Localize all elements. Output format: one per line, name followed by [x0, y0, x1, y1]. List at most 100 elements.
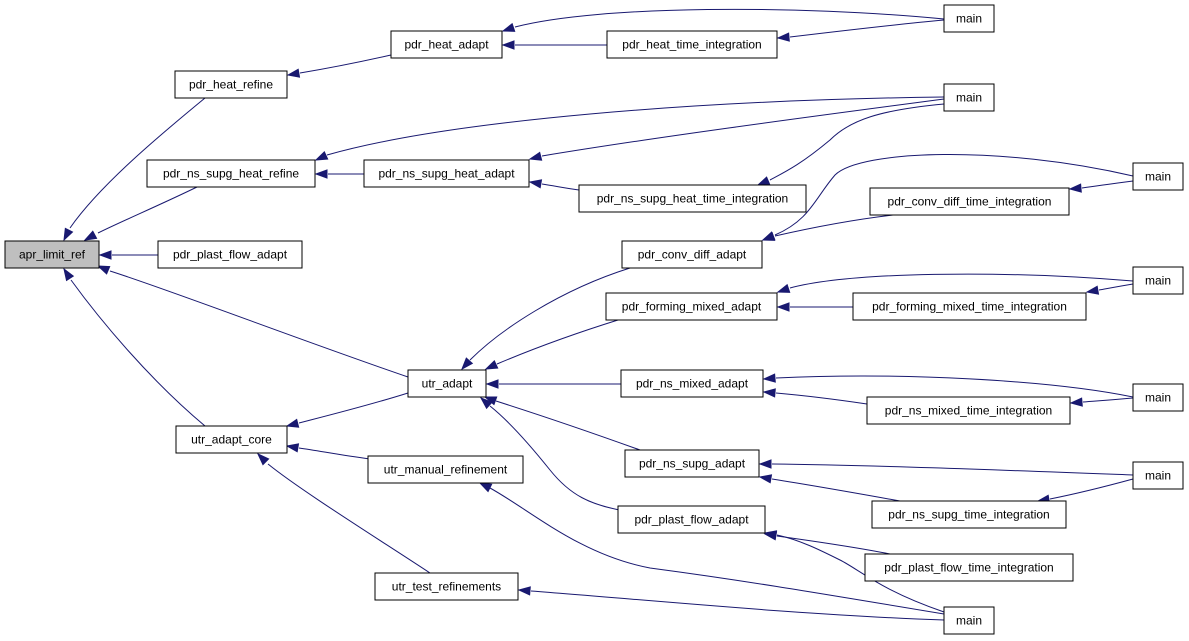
edge-line — [774, 214, 894, 237]
node-box[interactable] — [363, 159, 530, 188]
node-pdr_heat_time_integration[interactable]: pdr_heat_time_integration — [606, 30, 778, 59]
node-box[interactable] — [1132, 383, 1184, 412]
edge-main5-to-pdr_ns_mixed_adapt — [762, 373, 1134, 398]
arrowhead — [256, 452, 270, 466]
node-main4[interactable]: main — [1132, 266, 1184, 295]
node-pdr_conv_diff_adapt[interactable]: pdr_conv_diff_adapt — [621, 240, 763, 269]
node-box[interactable] — [1132, 266, 1184, 295]
node-main1[interactable]: main — [943, 4, 995, 33]
node-pdr_ns_supg_adapt[interactable]: pdr_ns_supg_adapt — [624, 449, 760, 478]
edge-line — [776, 535, 891, 555]
edge-pdr_ns_supg_heat_adapt-to-pdr_ns_supg_heat_refine — [314, 169, 364, 179]
arrowhead — [63, 227, 74, 242]
edge-line — [298, 392, 409, 424]
node-utr_adapt_core[interactable]: utr_adapt_core — [175, 425, 288, 454]
node-box[interactable] — [606, 30, 778, 59]
node-pdr_conv_diff_time_integration[interactable]: pdr_conv_diff_time_integration — [869, 187, 1070, 216]
edge-line — [1049, 478, 1134, 500]
node-box[interactable] — [869, 187, 1070, 216]
edge-pdr_forming_mixed_adapt-to-utr_adapt — [484, 319, 619, 370]
node-box[interactable] — [578, 184, 807, 213]
node-pdr_ns_supg_heat_adapt[interactable]: pdr_ns_supg_heat_adapt — [363, 159, 530, 188]
node-utr_adapt[interactable]: utr_adapt — [407, 369, 487, 398]
node-main3[interactable]: main — [1132, 162, 1184, 191]
node-label: utr_test_refinements — [392, 580, 501, 594]
arrowhead — [762, 388, 776, 398]
node-box[interactable] — [624, 449, 760, 478]
node-label: main — [956, 91, 982, 105]
node-box[interactable] — [943, 4, 995, 33]
node-main5[interactable]: main — [1132, 383, 1184, 412]
node-box[interactable] — [174, 70, 288, 99]
node-box[interactable] — [175, 425, 288, 454]
node-box[interactable] — [390, 30, 503, 59]
edge-line — [789, 19, 945, 38]
node-box[interactable] — [374, 572, 519, 601]
node-box[interactable] — [871, 500, 1067, 529]
node-box[interactable] — [617, 505, 766, 534]
node-label: main — [1145, 274, 1171, 288]
edge-line — [109, 270, 409, 378]
node-pdr_ns_supg_time_integration[interactable]: pdr_ns_supg_time_integration — [871, 500, 1067, 529]
edge-line — [469, 267, 631, 361]
node-pdr_forming_mixed_time_integration[interactable]: pdr_forming_mixed_time_integration — [852, 292, 1087, 321]
arrowhead — [776, 32, 790, 42]
arrowhead — [776, 302, 790, 312]
arrowhead — [285, 418, 300, 428]
node-main6[interactable]: main — [1132, 461, 1184, 490]
node-box[interactable] — [866, 396, 1071, 425]
node-box[interactable] — [620, 369, 764, 398]
edge-pdr_conv_diff_time_integration-to-pdr_conv_diff_adapt — [761, 214, 894, 241]
node-label: pdr_forming_mixed_time_integration — [872, 300, 1067, 314]
edge-main2-to-pdr_ns_supg_heat_adapt — [528, 98, 945, 161]
node-pdr_plast_flow_adapt_a[interactable]: pdr_plast_flow_adapt — [157, 240, 303, 269]
node-box[interactable] — [1132, 461, 1184, 490]
node-box[interactable] — [605, 292, 778, 321]
node-main7[interactable]: main — [943, 606, 995, 635]
edge-pdr_heat_refine-to-apr_limit_ref — [63, 97, 206, 242]
node-pdr_ns_supg_heat_time_integration[interactable]: pdr_ns_supg_heat_time_integration — [578, 184, 807, 213]
edge-main3-to-pdr_conv_diff_time_integration — [1068, 180, 1134, 193]
node-box[interactable] — [4, 240, 100, 269]
node-label: pdr_conv_diff_time_integration — [888, 195, 1052, 209]
arrowhead — [501, 22, 516, 32]
edge-main1-to-pdr_heat_time_integration — [776, 19, 945, 42]
node-box[interactable] — [407, 369, 487, 398]
node-label: pdr_ns_mixed_time_integration — [885, 404, 1052, 418]
edge-pdr_ns_supg_heat_time_integration-to-pdr_ns_supg_heat_adapt — [528, 179, 580, 191]
node-box[interactable] — [621, 240, 763, 269]
node-box[interactable] — [943, 606, 995, 635]
node-box[interactable] — [864, 553, 1074, 582]
edge-pdr_heat_time_integration-to-pdr_heat_adapt — [501, 40, 607, 50]
node-box[interactable] — [157, 240, 303, 269]
arrowhead — [314, 150, 329, 161]
node-pdr_ns_mixed_time_integration[interactable]: pdr_ns_mixed_time_integration — [866, 396, 1071, 425]
node-pdr_plast_flow_adapt_b[interactable]: pdr_plast_flow_adapt — [617, 505, 766, 534]
node-box[interactable] — [1132, 162, 1184, 191]
node-box[interactable] — [852, 292, 1087, 321]
node-pdr_ns_mixed_adapt[interactable]: pdr_ns_mixed_adapt — [620, 369, 764, 398]
edge-main5-to-pdr_ns_mixed_time_integration — [1069, 397, 1134, 407]
edge-pdr_ns_mixed_time_integration-to-pdr_ns_mixed_adapt — [762, 388, 868, 405]
node-label: utr_adapt — [422, 377, 473, 391]
edge-line — [1082, 397, 1134, 403]
node-box[interactable] — [146, 159, 316, 188]
arrowhead — [528, 151, 543, 161]
edge-line — [97, 186, 198, 234]
node-pdr_plast_flow_time_integration[interactable]: pdr_plast_flow_time_integration — [864, 553, 1074, 582]
node-pdr_ns_supg_heat_refine[interactable]: pdr_ns_supg_heat_refine — [146, 159, 316, 188]
node-box[interactable] — [367, 455, 524, 484]
node-box[interactable] — [943, 83, 995, 112]
node-pdr_heat_adapt[interactable]: pdr_heat_adapt — [390, 30, 503, 59]
node-utr_test_refinements[interactable]: utr_test_refinements — [374, 572, 519, 601]
node-apr_limit_ref[interactable]: apr_limit_ref — [4, 240, 100, 269]
node-main2[interactable]: main — [943, 83, 995, 112]
edge-main4-to-pdr_forming_mixed_time_integration — [1085, 283, 1134, 295]
arrowhead — [479, 397, 493, 410]
node-utr_manual_refinement[interactable]: utr_manual_refinement — [367, 455, 524, 484]
node-pdr_heat_refine[interactable]: pdr_heat_refine — [174, 70, 288, 99]
node-pdr_forming_mixed_adapt[interactable]: pdr_forming_mixed_adapt — [605, 292, 778, 321]
arrowhead — [758, 474, 773, 484]
node-label: main — [956, 614, 982, 628]
